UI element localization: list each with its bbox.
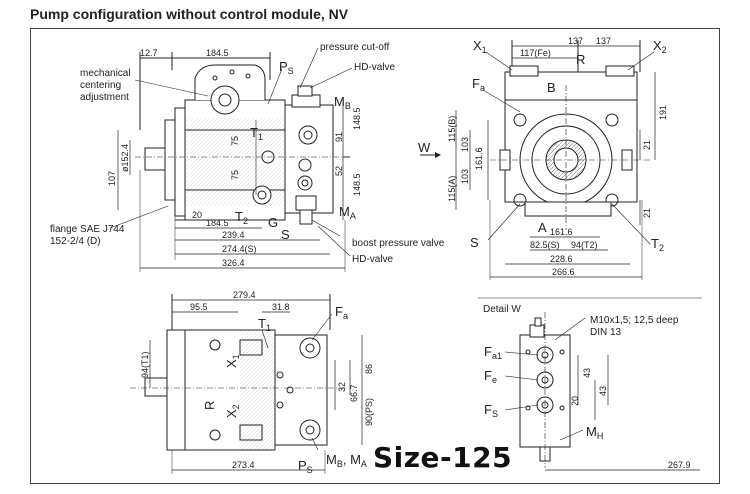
label-t1: T1 [258, 316, 271, 333]
dim-103a: 103 [460, 137, 470, 152]
dim-115-a: 115(A) [447, 176, 457, 202]
dim-21a: 21 [642, 140, 652, 150]
dim-184-5-bottom: 184.5 [206, 218, 229, 228]
front-view-top-right-labels: 137 137 117(Fe) 191 115(B) 161.6 103 115… [418, 36, 668, 277]
label-x2: X2 [653, 38, 667, 55]
label-x2: X2 [224, 404, 241, 418]
label-mh: MH [586, 424, 603, 441]
dim-273-4: 273.4 [232, 460, 255, 470]
label-mb-ma: MB, MA [326, 452, 367, 469]
dim-148-5a: 148.5 [352, 107, 362, 130]
label-flange-1: flange SAE J744 [50, 224, 125, 235]
dim-20: 20 [192, 210, 202, 220]
dim-82-5-s: 82.5(S) [530, 240, 560, 250]
dim-52: 52 [334, 166, 344, 176]
dim-148-5b: 148.5 [352, 173, 362, 196]
label-hd-valve-top: HD-valve [354, 62, 396, 73]
dim-117-fe: 117(Fe) [520, 48, 551, 58]
dim-228-6: 228.6 [550, 254, 573, 264]
dim-137a: 137 [568, 36, 583, 46]
label-hd-valve-bottom: HD-valve [352, 254, 394, 265]
dim-94-t2: 94(T2) [571, 240, 598, 250]
label-mechanical: mechanical [80, 68, 131, 79]
label-t1: T1 [250, 125, 263, 142]
dim-91: 91 [334, 132, 344, 142]
dim-107: 107 [107, 171, 117, 186]
dim-94-t1: 94(T1) [140, 351, 150, 378]
label-fa: Fa [472, 76, 485, 93]
label-pressure-cutoff: pressure cut-off [320, 42, 390, 53]
label-r: R [576, 52, 585, 67]
dim-274-4: 274.4(S) [222, 244, 257, 254]
label-adjustment: adjustment [80, 92, 129, 103]
dim-191: 191 [658, 105, 668, 120]
label-x1: X1 [473, 38, 487, 55]
label-ma: MA [339, 204, 356, 221]
dim-75a: 75 [230, 136, 240, 146]
label-ps: PS [298, 458, 313, 475]
dim-161-6-vertical: 161.6 [474, 147, 484, 170]
dim-152-4: ø152.4 [120, 144, 130, 172]
dim-95-5: 95.5 [190, 302, 208, 312]
dim-43b: 43 [598, 386, 608, 396]
label-w: W [418, 140, 431, 155]
dim-184-5-top: 184.5 [206, 48, 229, 58]
top-view-bottom-left [130, 294, 363, 474]
dim-137b: 137 [596, 36, 611, 46]
label-r: R [202, 401, 217, 410]
front-view-top-right [420, 40, 656, 280]
dim-86: 86 [364, 364, 374, 374]
dim-75b: 75 [230, 170, 240, 180]
detail-w-labels: Detail W M10x1,5; 12,5 deep DIN 13 Fa1 F… [483, 304, 691, 470]
dim-161-6-horizontal: 161.6 [550, 227, 573, 237]
dim-43a: 43 [582, 368, 592, 378]
label-flange-2: 152-2/4 (D) [50, 236, 101, 247]
label-fa1: Fa1 [484, 344, 502, 361]
label-s: S [281, 227, 290, 242]
dim-266-6: 266.6 [552, 267, 575, 277]
label-m10: M10x1,5; 12,5 deep [590, 315, 679, 326]
label-t2: T2 [651, 236, 664, 253]
side-view-top-left-labels: 12.7 184.5 75 75 91 148.5 52 148.5 107 ø… [50, 42, 445, 268]
size-label: Size-125 [373, 441, 513, 474]
label-din13: DIN 13 [590, 327, 622, 338]
label-b: B [547, 80, 556, 95]
label-fs: FS [484, 402, 498, 419]
dim-279-4: 279.4 [233, 290, 256, 300]
dim-12-7: 12.7 [140, 48, 158, 58]
side-view-top-left [109, 47, 353, 272]
label-g: G [268, 215, 278, 230]
label-a: A [538, 220, 547, 235]
label-centering: centering [80, 80, 121, 91]
label-t2: T2 [235, 209, 248, 226]
detail-w-view [478, 297, 702, 471]
dim-21b: 21 [642, 208, 652, 218]
dim-31-8: 31.8 [272, 302, 290, 312]
dim-32: 32 [337, 382, 347, 392]
label-ps: PS [279, 59, 294, 76]
dim-239-4: 239.4 [222, 230, 245, 240]
detail-w-title: Detail W [483, 304, 521, 315]
label-s: S [470, 235, 479, 250]
label-fe: Fe [484, 368, 497, 385]
dim-267-9: 267.9 [668, 460, 691, 470]
label-fa: Fa [335, 304, 348, 321]
label-mb: MB [334, 94, 351, 111]
dim-20: 20 [570, 396, 580, 406]
label-x1: X1 [224, 354, 241, 368]
label-boost-pressure-valve: boost pressure valve [352, 238, 445, 249]
dim-115-b: 115(B) [447, 116, 457, 142]
dim-66-7: 66.7 [349, 384, 359, 402]
dim-326-4: 326.4 [222, 258, 245, 268]
top-view-bottom-left-labels: 279.4 95.5 31.8 94(T1) 86 32 66.7 90(PS)… [140, 290, 374, 475]
dim-103b: 103 [460, 169, 470, 184]
page-title: Pump configuration without control modul… [30, 6, 349, 22]
dim-90-ps: 90(PS) [364, 398, 374, 426]
